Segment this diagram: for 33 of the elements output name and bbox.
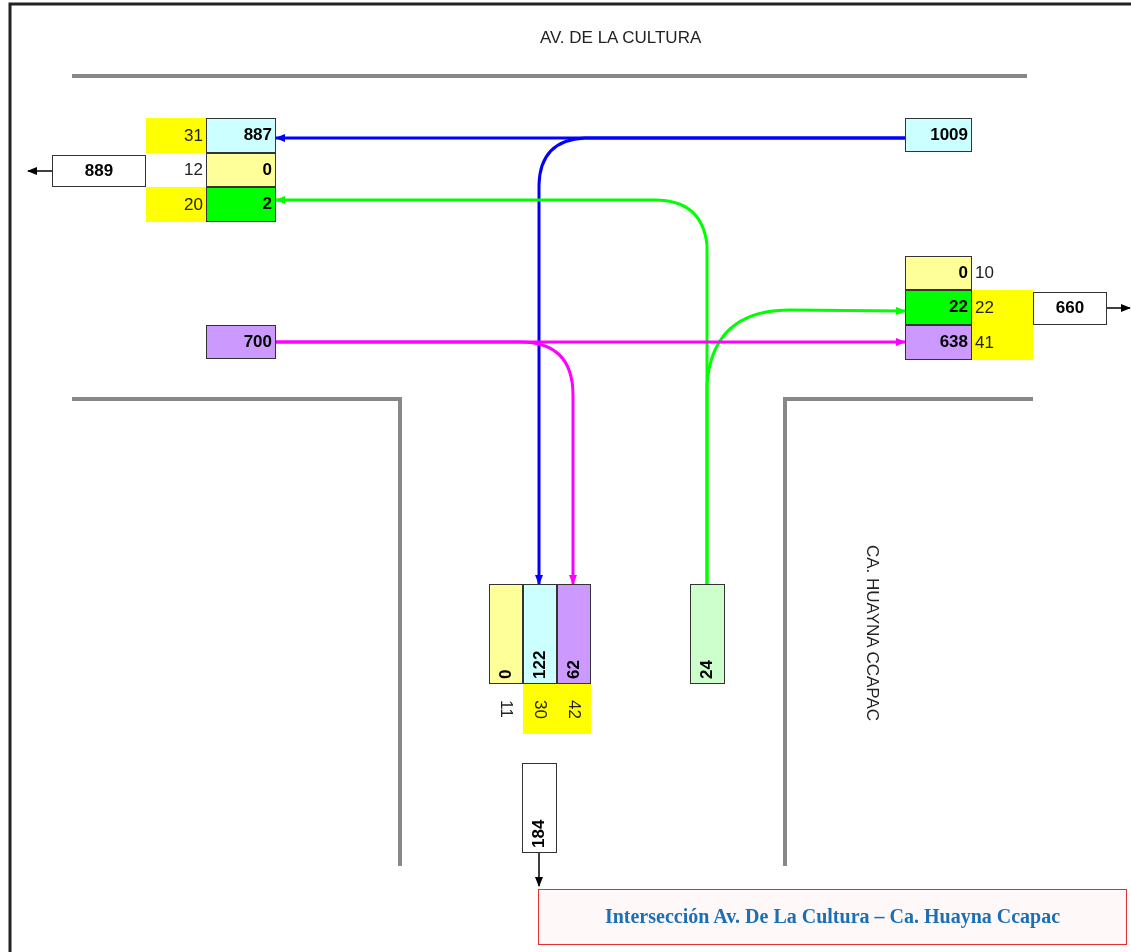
count-box: 184 — [522, 763, 557, 853]
count-value: 12 — [183, 159, 204, 181]
count-box: 24 — [690, 584, 725, 684]
count-box: 122 — [523, 584, 557, 684]
count-box: 638 — [905, 325, 972, 360]
count-box: 889 — [52, 155, 146, 187]
count-box: 62 — [557, 584, 591, 684]
count-value: 22 — [972, 290, 1033, 325]
count-box: 1009 — [905, 118, 972, 152]
count-value: 11 — [496, 699, 517, 720]
count-value: 20 — [146, 187, 206, 222]
street-name: AV. DE LA CULTURA — [540, 28, 702, 48]
count-box: 700 — [206, 325, 276, 359]
count-box: 0 — [905, 256, 972, 290]
count-box: 22 — [905, 290, 972, 325]
count-box: 2 — [206, 187, 276, 222]
flow-arrow — [1106, 304, 1131, 312]
count-value: 30 — [523, 684, 557, 734]
count-box: 0 — [206, 153, 276, 187]
count-value: 41 — [972, 325, 1033, 360]
flow-arrow — [27, 167, 53, 175]
flow-arrow — [535, 852, 543, 887]
street-name: CA. HUAYNA CCAPAC — [862, 545, 882, 722]
count-box: 660 — [1033, 292, 1107, 325]
count-value: 42 — [557, 684, 591, 734]
flow-arrow — [535, 136, 905, 585]
count-value: 31 — [146, 118, 206, 153]
count-box: 887 — [206, 118, 276, 153]
count-value: 10 — [974, 262, 995, 284]
flow-arrow — [276, 340, 577, 585]
caption-box: Intersección Av. De La Cultura – Ca. Huayna Ccapac — [538, 889, 1127, 945]
flow-arrow — [705, 306, 906, 584]
count-box: 0 — [489, 584, 523, 684]
